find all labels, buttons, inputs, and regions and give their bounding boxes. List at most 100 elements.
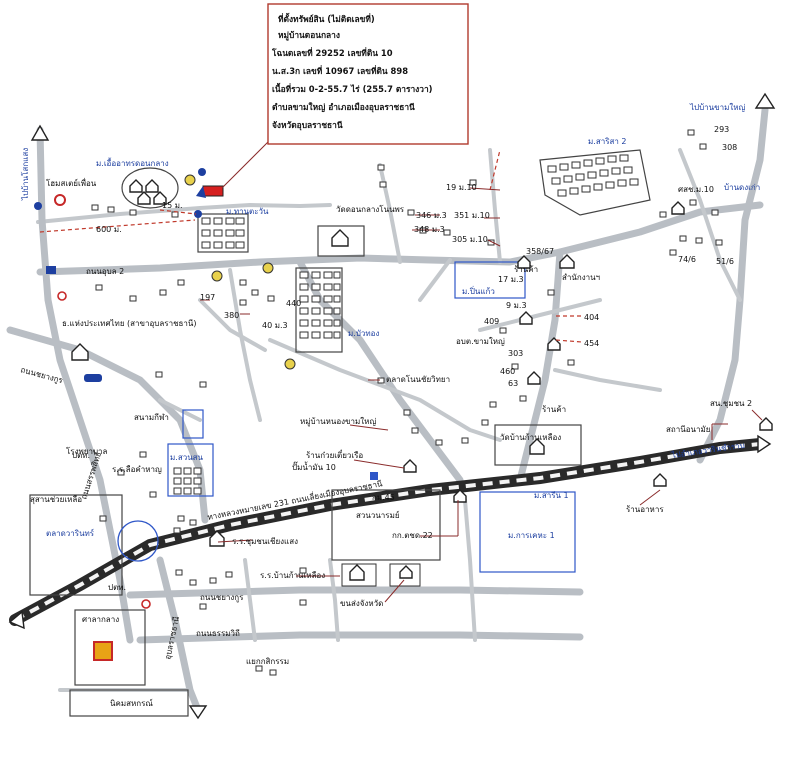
road-bottom-2 [136, 631, 584, 644]
distance-600-line [39, 219, 196, 233]
label-park: สวนวนารมย์ [356, 510, 400, 520]
zones [29, 149, 651, 717]
distance-15-line [159, 209, 197, 215]
info-line-3: โฉนดเลขที่ 29252 เลขที่ดิน 10 [271, 46, 393, 58]
leader-lines [39, 139, 763, 603]
label-office-dist: ขนส่งจังหวัด [340, 599, 383, 608]
leader-shop-temple [353, 459, 405, 469]
label-wat-ban: วัดบ้านก้านเหลือง [500, 433, 561, 442]
label-moo-food: ม.เอื้ออาทรดอนกลาง [96, 157, 169, 168]
zone-cemetery [29, 494, 123, 596]
arrow-left-icon [8, 610, 25, 630]
label-dist-600: 600 ม. [96, 225, 122, 234]
highway-231 [9, 438, 766, 626]
road-right-vertical [516, 248, 564, 484]
house-icon [527, 371, 541, 385]
leader-office-dist [384, 579, 405, 603]
label-tambon-office: อบต.ขามใหญ่ [456, 337, 505, 346]
label-hospital: โรงพยาบาล [66, 446, 108, 456]
arrow-up-icon [30, 124, 50, 141]
label-cemetery: สุสานช่วยเหลือ [30, 495, 82, 504]
house-icon [153, 191, 167, 205]
zone-moo-suan [167, 443, 214, 497]
label-moo10-school: ศสช.ม.10 [678, 185, 714, 194]
label-h-380: 380 [224, 311, 239, 320]
label-moo-suan: ม.สวนสน [170, 453, 204, 462]
label-baan-dong-kao: บ้านดงเก่า [724, 183, 760, 192]
info-line-5: เนื้อที่รวม 0-2-55.7 ไร่ (255.7 ตารางวา) [272, 82, 433, 94]
label-moo-sarin1: ม.สารีน 1 [534, 491, 569, 500]
label-moo-karnkhet1: ม.การเคหะ 1 [508, 531, 555, 540]
house-icon [137, 191, 151, 205]
marker-1-icon [262, 262, 274, 274]
school-kham-box [341, 563, 377, 587]
road-bottom-6 [328, 558, 340, 642]
marker-2-icon [211, 270, 223, 282]
house-icon [529, 438, 545, 455]
school-box-2 [389, 563, 421, 587]
label-moo-nong: หมู่บ้านหนองขามใหญ่ [300, 417, 376, 427]
house-icon [517, 255, 531, 269]
label-h-351: 351 ม.10 [454, 211, 490, 220]
road-internal-5 [198, 298, 267, 352]
zone-moo-food [121, 167, 179, 209]
zone-buathong-blocks [295, 267, 343, 353]
zone-moo-sunrise [197, 213, 249, 253]
label-moo-sarisa2: ม.สาริสา 2 [588, 137, 627, 146]
house-icon [759, 417, 773, 431]
label-bank: ธ.แห่งประเทศไทย (สาขาอุบลราชธานี) [62, 319, 196, 328]
info-line-1: ที่ตั้งทรัพย์สิน (ไม่ติดเลขที่) [278, 12, 375, 24]
house-icon [671, 201, 685, 215]
road-bottom-1 [126, 586, 584, 599]
blue-dot-icon [198, 168, 206, 176]
blue-dot-icon [34, 202, 42, 210]
label-h-197: 197 [200, 293, 215, 302]
label-road-south2: ถนนธรรมวิถี [196, 629, 240, 638]
label-shop-right: สำนักงานฯ [562, 273, 600, 282]
info-line-6: ตำบลขามใหญ่ อำเภอเมืองอุบลราชธานี [272, 102, 415, 113]
marker-3-icon [284, 358, 296, 370]
label-km45: กม.45 [372, 493, 395, 502]
leader-shop-rt [639, 489, 661, 506]
label-factory: สนามกีฬา [134, 413, 169, 422]
label-city-hall: ศาลากลาง [82, 615, 119, 624]
house-icon [129, 179, 143, 193]
info-box-leader [221, 139, 271, 189]
info-line-4: น.ส.3ก เลขที่ 10967 เลขที่ดิน 898 [272, 64, 408, 76]
zone-city-hall [74, 609, 146, 686]
label-h-358: 358/67 [526, 247, 554, 256]
label-h-40m3: 40 ม.3 [262, 321, 288, 330]
label-shop-food: ร้านค้า [542, 405, 566, 414]
road-bottom-5 [463, 498, 477, 642]
label-mall-shop: ปตท. [72, 451, 90, 460]
road-top-left [36, 203, 332, 224]
leader-19b [469, 187, 501, 191]
house-icon [145, 179, 159, 193]
label-to-left-top: ไปบ้านโสกแสง [20, 148, 30, 201]
label-market-bottom: แยกกสิกรรม [246, 657, 289, 666]
label-police: กก.ตชด.22 [392, 531, 433, 540]
info-line-2: หมู่บ้านดอนกลาง [278, 30, 340, 41]
label-num-293: 293 [714, 125, 729, 134]
direction-arrows [8, 92, 776, 720]
label-shop-temple: ร้านก๋วยเตี๋ยวเรือ [306, 449, 363, 460]
house-icon [453, 489, 467, 503]
label-temple-school: วัดดอนกลางโนนพร [336, 204, 405, 214]
house-icon [519, 311, 533, 325]
label-garden: ตลาดโนนชัยวิทยา [386, 374, 450, 384]
house-icon [399, 565, 413, 579]
label-shop-rt: ร้านอาหาร [626, 505, 664, 514]
label-school-ubon: ร.ร.ลือคำหาญ [112, 465, 162, 474]
label-gas-station: ปั๊มน้ำมัน 10 [292, 461, 336, 472]
zone-park [331, 489, 441, 561]
road-internal-1 [268, 338, 502, 442]
leader-moo-nong [349, 424, 389, 431]
label-h-9m3: 9 ม.3 [506, 301, 527, 310]
zone-temple-school [317, 225, 365, 257]
house-icon [71, 343, 89, 361]
property-info-box: ที่ตั้งทรัพย์สิน (ไม่ติดเลขที่) หมู่บ้าน… [267, 3, 469, 145]
house-icon [653, 473, 667, 487]
zone-sarisa2 [539, 149, 651, 216]
label-h-454: 454 [584, 339, 599, 348]
